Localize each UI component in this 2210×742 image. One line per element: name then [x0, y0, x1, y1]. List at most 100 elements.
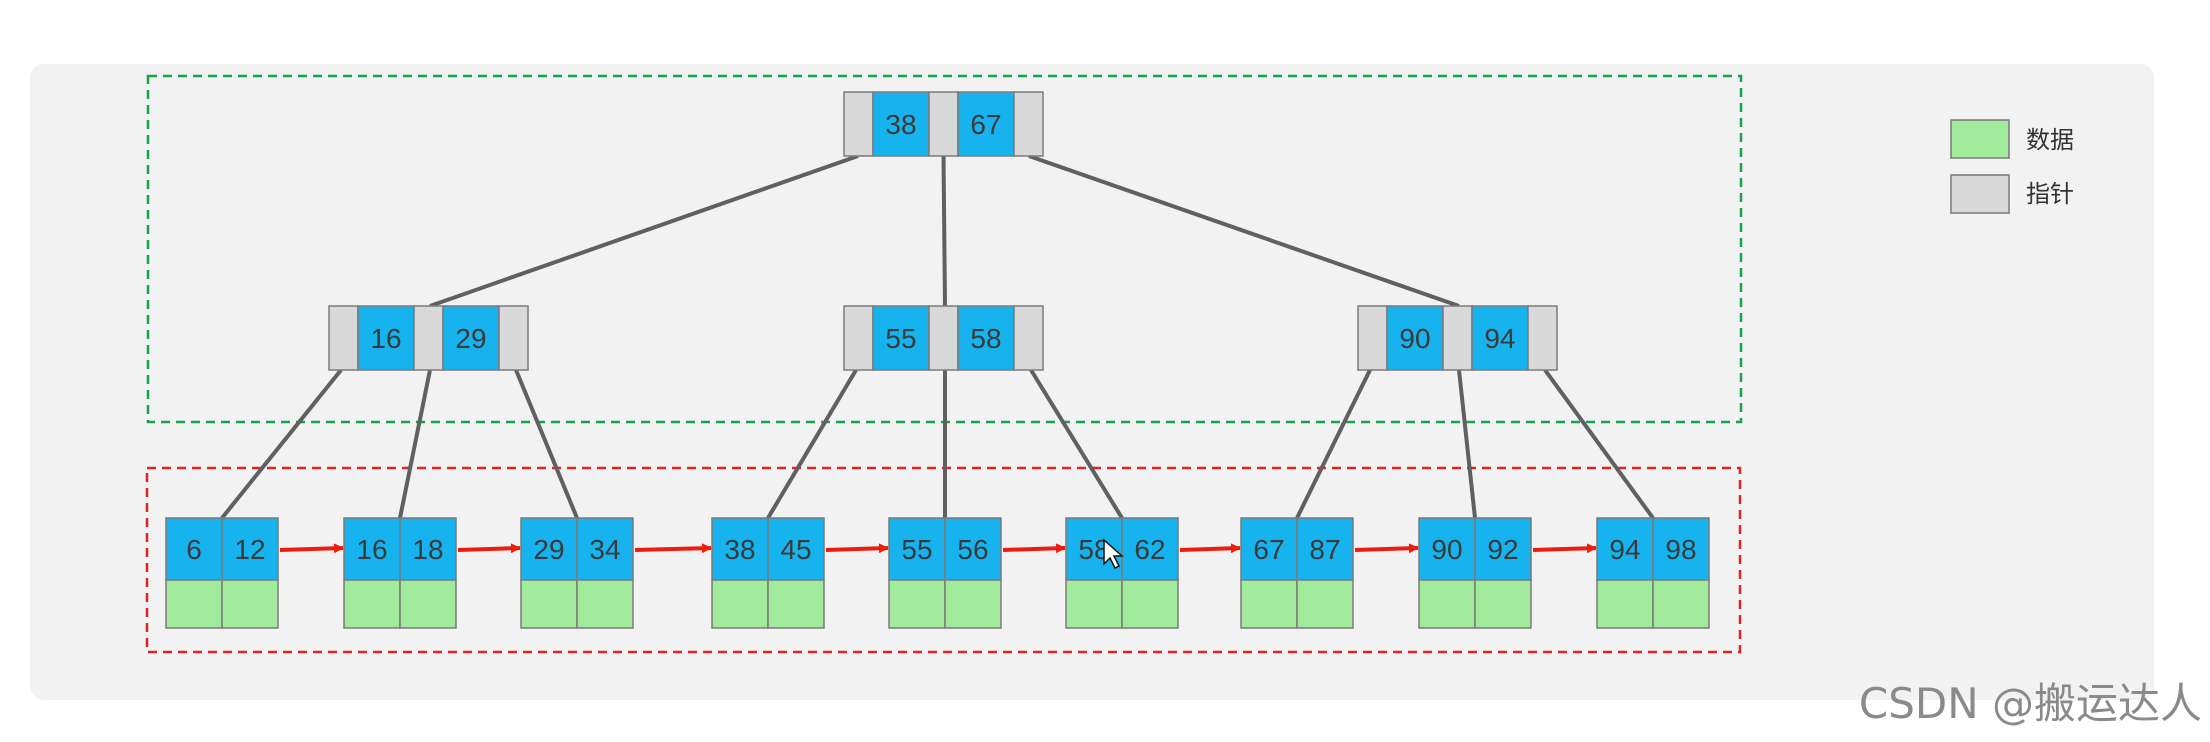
- internal-node-2-pointer-0: [1357, 305, 1388, 371]
- root-node-pointer-0: [843, 91, 874, 157]
- internal-node-1-key-0: 55: [885, 323, 916, 354]
- edge-root-to-internal-1: [941, 155, 947, 307]
- edge-internal-2-to-leaf-6: [1295, 369, 1372, 519]
- leaf-node-0-data-cell-0: [165, 579, 223, 629]
- internal-node-2-key-cell-0: [1386, 305, 1444, 371]
- internal-node-0-pointer-0: [328, 305, 359, 371]
- internal-node-2-key-1: 94: [1484, 323, 1515, 354]
- leaf-node-3-key-cell-0: [711, 517, 769, 581]
- internal-node-0-key-1: 29: [455, 323, 486, 354]
- leaf-node-7-data-cell-1: [1474, 579, 1532, 629]
- edge-root-to-internal-2: [1028, 154, 1460, 308]
- leaf-link-arrow-6: [1354, 543, 1419, 554]
- leaf-link-arrow-2: [634, 543, 712, 554]
- internal-node-1-pointer-0: [843, 305, 874, 371]
- internal-node-0-key-0: 16: [370, 323, 401, 354]
- leaf-node-6-key-1: 87: [1309, 534, 1340, 565]
- internal-node-2-pointer-2: [1527, 305, 1558, 371]
- leaf-node-8-data-cell-0: [1596, 579, 1654, 629]
- leaf-node-0-key-0: 6: [186, 534, 202, 565]
- leaf-node-2-key-1: 34: [589, 534, 620, 565]
- edge-internal-1-to-leaf-3: [766, 368, 858, 520]
- leaf-node-3-key-1: 45: [780, 534, 811, 565]
- leaf-link-arrow-7: [1532, 543, 1597, 554]
- internal-node-1-key-cell-0: [872, 305, 930, 371]
- leaf-node-5-data-cell-0: [1065, 579, 1123, 629]
- leaf-node-1-key-0: 16: [356, 534, 387, 565]
- legend-data-swatch: [1950, 119, 2010, 159]
- leaf-node-8-key-0: 94: [1609, 534, 1640, 565]
- leaf-node-8: 94 98: [1596, 517, 1710, 629]
- edge-internal-0-to-leaf-2: [514, 369, 579, 519]
- internal-node-2-key-0: 90: [1399, 323, 1430, 354]
- leaf-node-1-key-1: 18: [412, 534, 443, 565]
- leaf-node-5-key-cell-1: [1121, 517, 1179, 581]
- leaf-node-4-key-1: 56: [957, 534, 988, 565]
- leaf-node-3-data-cell-1: [767, 579, 825, 629]
- leaf-node-1-data-cell-0: [343, 579, 401, 629]
- internal-node-1-pointer-1: [928, 305, 959, 371]
- root-node-pointer-1: [928, 91, 959, 157]
- leaf-links: [279, 543, 1597, 554]
- leaf-node-1-data-cell-1: [399, 579, 457, 629]
- root-node-key-0: 38: [885, 109, 916, 140]
- leaf-node-6-key-cell-0: [1240, 517, 1298, 581]
- leaf-node-8-key-1: 98: [1665, 534, 1696, 565]
- leaf-node-6-data-cell-1: [1296, 579, 1354, 629]
- legend: 数据 指针: [1950, 119, 2074, 214]
- internal-node-0-key-cell-0: [357, 305, 415, 371]
- leaf-node-6-data-cell-0: [1240, 579, 1298, 629]
- leaf-node-0-key-cell-1: [221, 517, 279, 581]
- leaf-node-3-key-cell-1: [767, 517, 825, 581]
- leaf-node-8-data-cell-1: [1652, 579, 1710, 629]
- edge-internal-0-to-leaf-1: [398, 369, 432, 519]
- leaf-link-arrow-0: [279, 543, 344, 554]
- internal-node-1-pointer-2: [1013, 305, 1044, 371]
- leaf-node-7-key-1: 92: [1487, 534, 1518, 565]
- internal-node-0-key-cell-1: [442, 305, 500, 371]
- leaf-node-5-key-1: 62: [1134, 534, 1165, 565]
- mouse-cursor-icon: [1103, 538, 1124, 570]
- root-node-pointer-2: [1013, 91, 1044, 157]
- leaf-node-0-data-cell-1: [221, 579, 279, 629]
- leaf-node-3-data-cell-0: [711, 579, 769, 629]
- tree-edges: [220, 154, 1655, 520]
- leaf-link-arrow-5: [1179, 543, 1241, 554]
- leaf-node-3-key-0: 38: [724, 534, 755, 565]
- internal-node-0-pointer-2: [498, 305, 529, 371]
- edge-internal-2-to-leaf-8: [1543, 368, 1655, 520]
- leaf-node-5-data-cell-1: [1121, 579, 1179, 629]
- leaf-node-4-key-0: 55: [901, 534, 932, 565]
- internal-node-2: 90 94: [1357, 305, 1558, 371]
- leaf-node-2-data-cell-1: [576, 579, 634, 629]
- watermark-text: CSDN @搬运达人: [1858, 679, 2202, 728]
- internal-node-1: 55 58: [843, 305, 1044, 371]
- legend-pointer-label: 指针: [2026, 181, 2074, 208]
- root-node-key-cell-0: [872, 91, 930, 157]
- leaf-node-7-data-cell-0: [1418, 579, 1476, 629]
- leaf-node-7-key-0: 90: [1431, 534, 1462, 565]
- leaf-node-4-data-cell-1: [944, 579, 1002, 629]
- leaf-node-7: 90 92: [1418, 517, 1532, 629]
- root-node-key-cell-1: [957, 91, 1015, 157]
- leaf-node-2: 29 34: [520, 517, 634, 629]
- leaf-node-2-key-0: 29: [533, 534, 564, 565]
- root-node: 38 67: [843, 91, 1044, 157]
- edge-internal-1-to-leaf-5: [1029, 368, 1124, 520]
- leaf-node-2-data-cell-0: [520, 579, 578, 629]
- leaf-node-4-key-cell-0: [888, 517, 946, 581]
- internal-node-1-key-1: 58: [970, 323, 1001, 354]
- root-node-key-1: 67: [970, 109, 1001, 140]
- leaf-node-6-key-0: 67: [1253, 534, 1284, 565]
- leaf-node-4: 55 56: [888, 517, 1002, 629]
- internal-node-1-key-cell-1: [957, 305, 1015, 371]
- legend-pointer-swatch: [1950, 174, 2010, 214]
- leaf-node-3: 38 45: [711, 517, 825, 629]
